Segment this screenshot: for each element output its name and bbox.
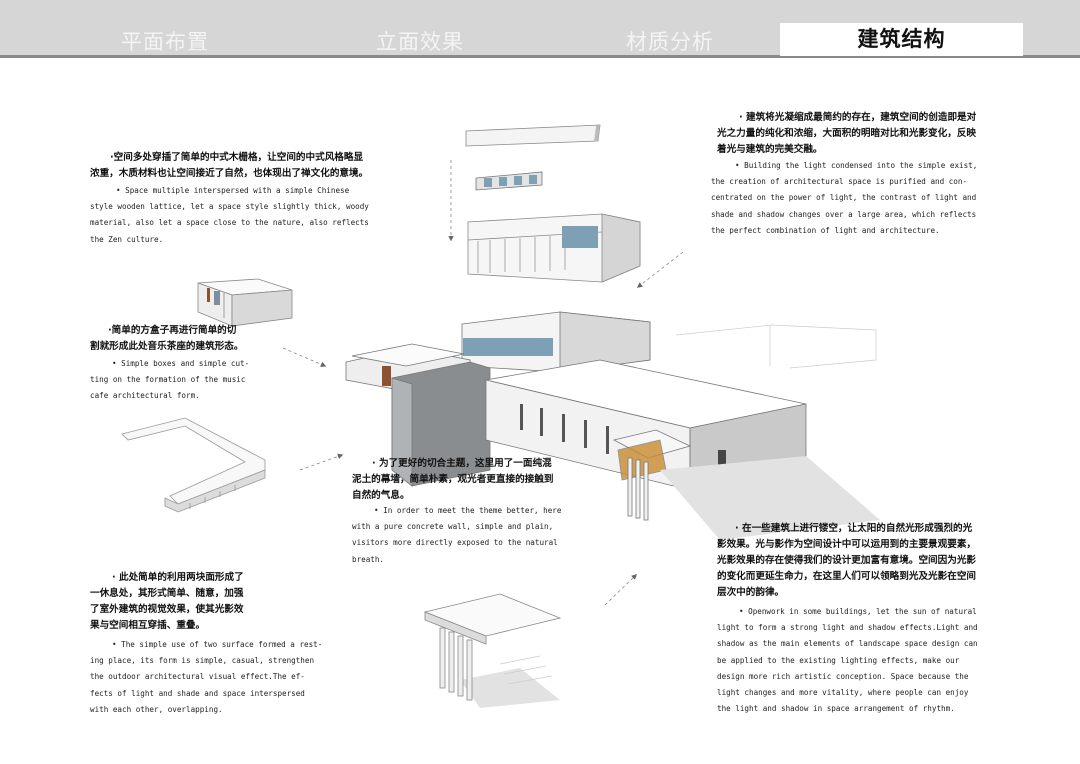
bottom-left-en: • The simple use of two surface formed a… bbox=[90, 640, 323, 714]
top-right-zh: · 建筑将光凝缩成最简约的存在，建筑空间的创造即是对 光之力量的纯化和浓缩，大面… bbox=[717, 112, 977, 155]
mid-left-en: • Simple boxes and simple cut- ting on t… bbox=[90, 359, 250, 401]
resting-frame-bottom bbox=[423, 593, 562, 701]
top-left-zh: ·空间多处穿插了简单的中式木栅格，让空间的中式风格略显 浓重，木质材料也让空间接… bbox=[90, 152, 369, 179]
box-module-exploded bbox=[467, 213, 641, 283]
bottom-right-zh: · 在一些建筑上进行镂空，让太阳的自然光形成强烈的光 影效果。光与影作为空间设计… bbox=[717, 523, 977, 598]
bottom-right-en: • Openwork in some buildings, let the su… bbox=[717, 607, 978, 714]
mid-left-zh: ·简单的方盒子再进行简单的切 割就形成此处音乐茶座的建筑形态。 bbox=[90, 325, 244, 352]
center-en: • In order to meet the theme better, her… bbox=[352, 506, 562, 564]
tab-material[interactable]: 材质分析 bbox=[626, 30, 714, 54]
roof-slab-exploded bbox=[465, 124, 601, 147]
center-zh: · 为了更好的切合主题，这里用了一面纯混 泥土的幕墙，简单朴素，观光者更直接的接… bbox=[352, 458, 554, 501]
nav-divider bbox=[0, 55, 1080, 58]
tab-elevation[interactable]: 立面效果 bbox=[376, 30, 464, 54]
top-right-en: • Building the light condensed into the … bbox=[711, 161, 978, 235]
shadow-areas bbox=[460, 456, 880, 708]
window-strip-exploded bbox=[475, 171, 543, 191]
tab-floor-plan[interactable]: 平面布置 bbox=[121, 30, 209, 54]
top-left-en: • Space multiple interspersed with a sim… bbox=[90, 186, 369, 244]
guide-arrows bbox=[282, 160, 684, 606]
outline-sketch bbox=[675, 324, 877, 369]
bottom-left-zh: · 此处简单的利用两块面形成了 一休息处，其形式简单、随意，加强 了室外建筑的视… bbox=[90, 572, 244, 631]
resting-frame-left bbox=[121, 417, 266, 513]
music-cafe-box bbox=[197, 278, 293, 327]
tab-building-structure[interactable]: 建筑结构 bbox=[780, 23, 1023, 56]
